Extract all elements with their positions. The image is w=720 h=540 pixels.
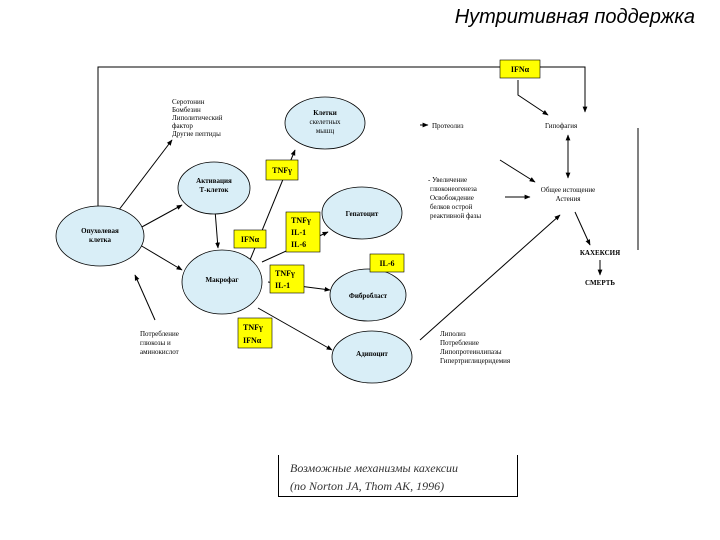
- text-peptides: Серотонин Бомбезин Липолитический фактор…: [172, 98, 223, 138]
- box-tnf-1-label: TNFγ: [272, 166, 292, 175]
- text-hypophagia: Гипофагия: [545, 122, 578, 130]
- text-exhaustion-line2: Астения: [556, 195, 582, 203]
- caption-line2: (по Norton JA, Thom AK, 1996): [290, 479, 445, 493]
- box-tnf-ifn-line1: TNFγ: [243, 323, 263, 332]
- box-ifna-top-label: IFNα: [511, 65, 530, 74]
- ellipse-muscle-line2: скелетных: [309, 118, 341, 126]
- caption-line1: Возможные механизмы кахексии: [290, 461, 459, 475]
- box-ifng-1: IFNα: [233, 229, 267, 249]
- ellipse-tcells-line1: Активация: [196, 177, 232, 185]
- text-glucose-line3: аминокислот: [140, 348, 179, 356]
- connector-adipo-exhaustion: [419, 214, 561, 341]
- ellipse-tcells-line2: Т-клеток: [200, 186, 230, 194]
- connector-tumor-peptides: [114, 139, 173, 216]
- ellipse-muscle-line1: Клетки: [313, 109, 337, 117]
- text-hepatic-line4: белков острой: [430, 203, 473, 211]
- ellipse-fibroblast: Фибробласт: [329, 268, 407, 322]
- text-peptides-line1: Серотонин: [172, 98, 205, 106]
- ellipse-macrophage-label: Макрофаг: [205, 276, 238, 284]
- ellipse-hepatocyte: Гепатоцит: [321, 186, 403, 240]
- connector-proteolysis-exhaustion: [499, 159, 536, 183]
- text-glucose: Потребление глюкозы и аминокислот: [140, 330, 179, 356]
- text-lipolysis-line1: Липолиз: [440, 330, 466, 338]
- connector-macro-adipo: [257, 307, 333, 351]
- box-tnf-il1-line2: IL-1: [275, 281, 290, 290]
- text-hepatic-line5: реактивной фазы: [430, 212, 481, 220]
- connector-glucose-tumor: [134, 274, 156, 321]
- ellipse-muscle-line3: мышц: [316, 127, 335, 135]
- text-hepatic-line3: Освобождение: [430, 194, 474, 202]
- ellipse-tcells: Активация Т-клеток: [177, 161, 251, 215]
- text-glucose-line1: Потребление: [140, 330, 179, 338]
- box-il6-label: IL-6: [379, 259, 394, 268]
- text-peptides-line3: Липолитический: [172, 114, 223, 122]
- text-exhaustion-line1: Общее истощение: [541, 186, 595, 194]
- slide-title: Нутритивная поддержка: [454, 6, 695, 28]
- ellipse-tumor-line2: клетка: [89, 236, 111, 244]
- ellipse-fibroblast-label: Фибробласт: [349, 292, 388, 300]
- ellipse-adipocyte-label: Адипоцит: [356, 350, 388, 358]
- box-cytokines-line3: IL-6: [291, 240, 306, 249]
- box-cytokines-line2: IL-1: [291, 228, 306, 237]
- connector-ifna-hypophagia: [517, 80, 549, 116]
- ellipse-tumor-line1: Опухолевая: [81, 227, 119, 235]
- box-tnf-1: TNFγ: [265, 159, 299, 181]
- text-death: СМЕРТЬ: [585, 279, 615, 287]
- box-tnf-ifn-line2: IFNα: [243, 336, 262, 345]
- ellipse-hepatocyte-label: Гепатоцит: [346, 210, 379, 218]
- box-ifna-top: IFNα: [499, 59, 541, 79]
- box-cytokines-line1: TNFγ: [291, 216, 311, 225]
- text-lipolysis: Липолиз Потребление Липопротеинлипазы Ги…: [440, 330, 511, 365]
- box-tnf-il1-line1: TNFγ: [275, 269, 295, 278]
- text-cachexia: КАХЕКСИЯ: [580, 249, 620, 257]
- box-ifng-1-label: IFNα: [241, 235, 260, 244]
- ellipse-adipocyte: Адипоцит: [331, 330, 413, 384]
- text-hepatic-effects: - Увеличение глюконеогенеза Освобождение…: [428, 176, 481, 220]
- box-tnf-ifn: TNFγ IFNα: [237, 317, 273, 349]
- ellipse-macrophage: Макрофаг: [181, 249, 263, 315]
- ellipse-tumor: Опухолевая клетка: [55, 205, 145, 267]
- connector-ifna-right: [540, 66, 588, 113]
- text-peptides-line4: фактор: [172, 122, 193, 130]
- box-tnf-il1: TNFγ IL-1: [269, 264, 305, 294]
- connector-tumor-tcells: [139, 204, 183, 229]
- connector-exhaustion-cachexia: [574, 211, 591, 246]
- connector-tcells-macro: [214, 209, 220, 249]
- text-exhaustion: Общее истощение Астения: [541, 186, 595, 203]
- text-glucose-line2: глюкозы и: [140, 339, 171, 347]
- text-hepatic-line2: глюконеогенеза: [430, 185, 478, 193]
- text-lipolysis-line2: Потребление: [440, 339, 479, 347]
- text-peptides-line5: Другие пептиды: [172, 130, 221, 138]
- text-lipolysis-line3: Липопротеинлипазы: [440, 348, 502, 356]
- figure-caption: Возможные механизмы кахексии (по Norton …: [278, 455, 518, 497]
- connector-tumor-macro: [139, 244, 183, 271]
- box-cytokines: TNFγ IL-1 IL-6: [285, 211, 321, 253]
- ellipse-muscle: Клетки скелетных мышц: [284, 96, 366, 150]
- box-il6: IL-6: [369, 253, 405, 273]
- text-proteolysis: Протеолиз: [432, 122, 464, 130]
- text-lipolysis-line4: Гипертриглицеридемия: [440, 357, 511, 365]
- caption-left-border: [278, 455, 279, 497]
- text-hepatic-line1: - Увеличение: [428, 176, 467, 184]
- text-peptides-line2: Бомбезин: [172, 106, 201, 114]
- connector-tumor-top: [97, 66, 500, 218]
